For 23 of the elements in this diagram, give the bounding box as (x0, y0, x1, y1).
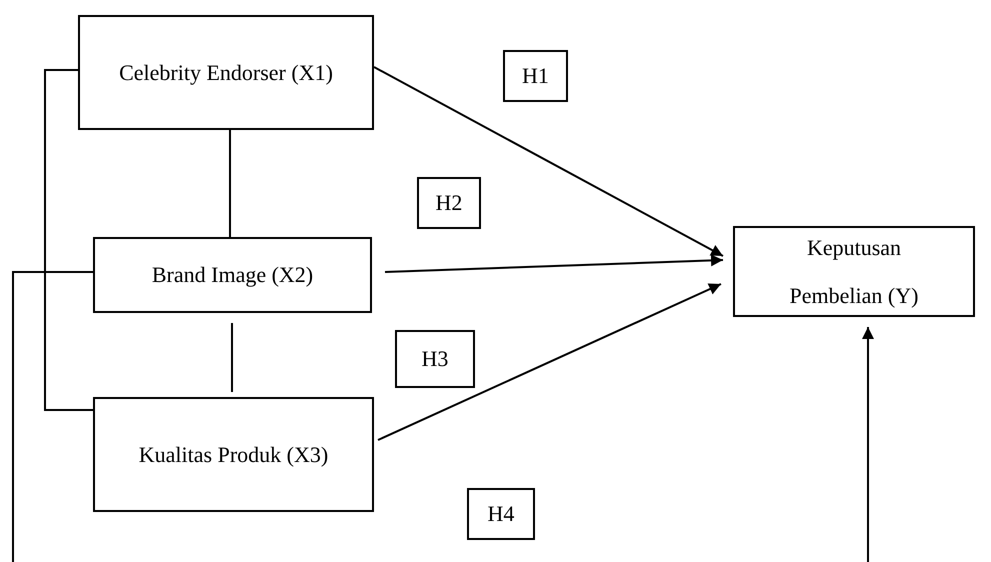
hypothesis-label: H2 (434, 189, 464, 217)
arrow (12, 271, 874, 562)
hypothesis-label: H3 (420, 345, 450, 373)
hypothesis-label: H4 (486, 500, 516, 528)
arrow (374, 66, 724, 257)
connector-line (229, 130, 231, 237)
arrow (378, 283, 722, 441)
variable-box (93, 397, 374, 512)
arrow (384, 254, 724, 273)
hypothesis-box (395, 330, 475, 388)
variable-box (78, 15, 374, 130)
hypothesis-label: H1 (521, 62, 550, 90)
variable-box (93, 237, 372, 313)
connector-line (44, 69, 93, 411)
variable-label: Kualitas Produk (X3) (138, 440, 330, 469)
variable-label: Celebrity Endorser (X1) (118, 58, 334, 87)
connector-line (231, 323, 233, 392)
hypothesis-box (503, 50, 568, 102)
hypothesis-box (467, 488, 535, 540)
variable-box (733, 226, 975, 317)
hypothesis-box (417, 177, 481, 229)
variable-label: Brand Image (X2) (150, 261, 314, 289)
variable-label: Keputusan Pembelian (Y) (788, 234, 920, 310)
